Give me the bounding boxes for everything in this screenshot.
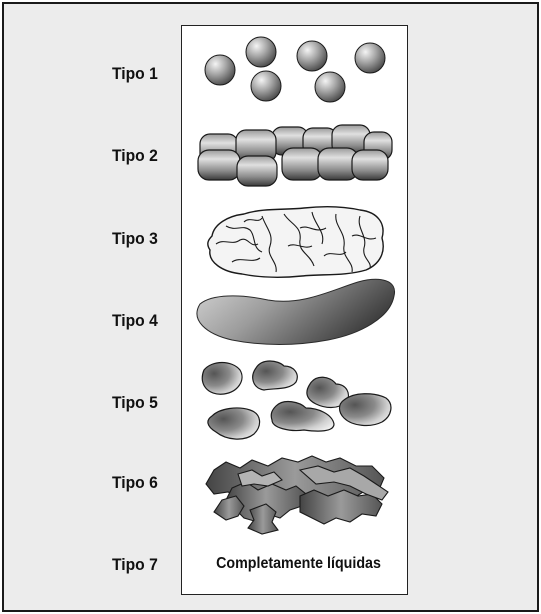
label-tipo-3: Tipo 3 [112, 229, 158, 248]
label-tipo-4: Tipo 4 [112, 311, 158, 330]
tipo-1-illustration [204, 36, 386, 103]
tipo-7-description: Completamente líquidas [216, 555, 381, 572]
tipo-6-illustration [205, 455, 389, 535]
label-tipo-7: Tipo 7 [112, 555, 158, 574]
label-tipo-5: Tipo 5 [112, 393, 158, 412]
label-tipo-2: Tipo 2 [112, 146, 158, 165]
tipo-4-illustration [196, 278, 396, 345]
tipo-2-illustration [197, 124, 393, 187]
label-tipo-1: Tipo 1 [112, 64, 158, 83]
tipo-3-illustration [207, 205, 384, 279]
tipo-5-illustration [201, 360, 392, 440]
label-tipo-6: Tipo 6 [112, 473, 158, 492]
